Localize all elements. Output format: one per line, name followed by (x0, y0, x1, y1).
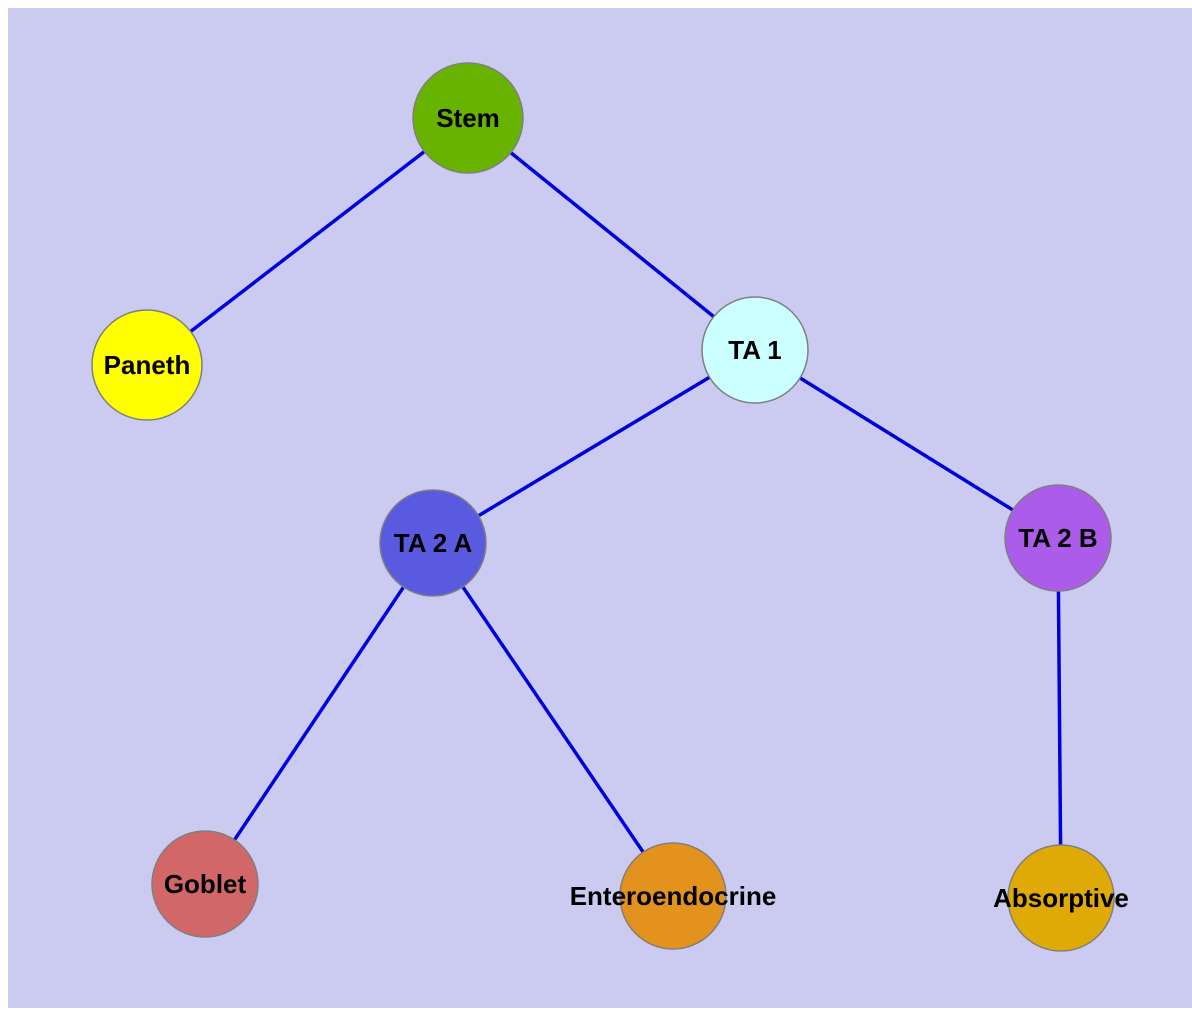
node-ta-2-a: TA 2 A (379, 489, 487, 597)
node-circle-absorptive (1007, 844, 1115, 952)
node-stem: Stem (412, 62, 524, 174)
node-circle-ta-2-b (1004, 484, 1112, 592)
node-goblet: Goblet (151, 830, 259, 938)
edge-ta-2-a-goblet (203, 542, 435, 885)
node-circle-paneth (91, 309, 203, 421)
edge-stem-paneth (145, 116, 470, 367)
edge-ta-1-ta-2-b (754, 348, 1059, 540)
node-paneth: Paneth (91, 309, 203, 421)
edge-ta-2-b-absorptive (1056, 537, 1063, 899)
node-ta-2-b: TA 2 B (1004, 484, 1112, 592)
edge-ta-1-ta-2-a (432, 348, 756, 545)
edge-stem-ta-1 (466, 116, 757, 352)
node-circle-stem (412, 62, 524, 174)
node-circle-ta-1 (701, 296, 809, 404)
edge-ta-2-a-enteroendocrine (431, 542, 675, 897)
node-ta-1: TA 1 (701, 296, 809, 404)
node-circle-enteroendocrine (619, 842, 727, 950)
node-circle-ta-2-a (379, 489, 487, 597)
node-circle-goblet (151, 830, 259, 938)
